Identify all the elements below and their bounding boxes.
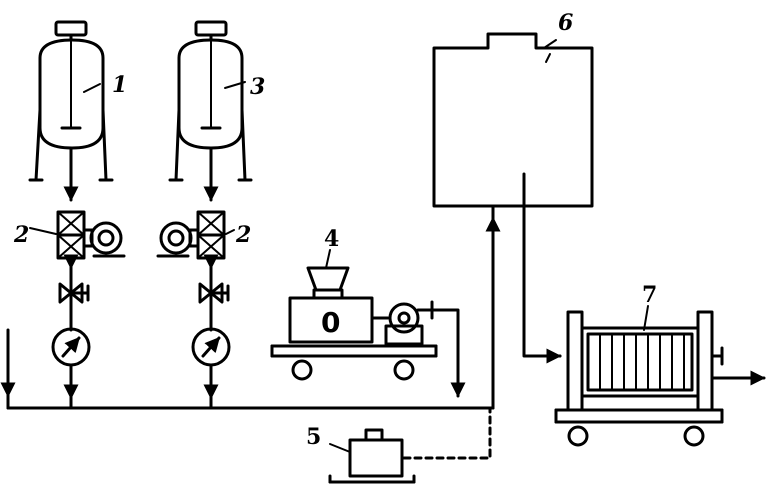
label-pump-unit-left: 2 <box>13 222 29 248</box>
tank-1 <box>28 20 114 182</box>
valve-right <box>198 282 230 304</box>
pressure-gauge-left <box>51 327 91 367</box>
filter-press-7 <box>554 310 766 447</box>
pump-5 <box>328 406 492 484</box>
pressure-gauge-right <box>191 327 231 367</box>
label-tank-6: 6 <box>558 10 573 36</box>
tank-6 <box>432 32 594 364</box>
mixer-cart-4: 0 <box>270 266 466 398</box>
left-feed-line <box>56 146 86 410</box>
label-pump-5: 5 <box>306 424 321 450</box>
label-pump-unit-right: 2 <box>235 222 251 248</box>
tank-3 <box>168 20 253 182</box>
main-pipe <box>0 328 495 410</box>
label-tank-3: 3 <box>250 74 265 100</box>
right-feed-line <box>196 146 226 410</box>
mixer-dial: 0 <box>321 306 340 339</box>
pump-motor-right <box>156 221 200 258</box>
label-tank-1: 1 <box>112 72 127 98</box>
label-mixer-4: 4 <box>324 226 339 252</box>
label-filter-press-7: 7 <box>642 282 657 308</box>
pump-motor-left <box>82 221 126 258</box>
valve-left <box>58 282 90 304</box>
